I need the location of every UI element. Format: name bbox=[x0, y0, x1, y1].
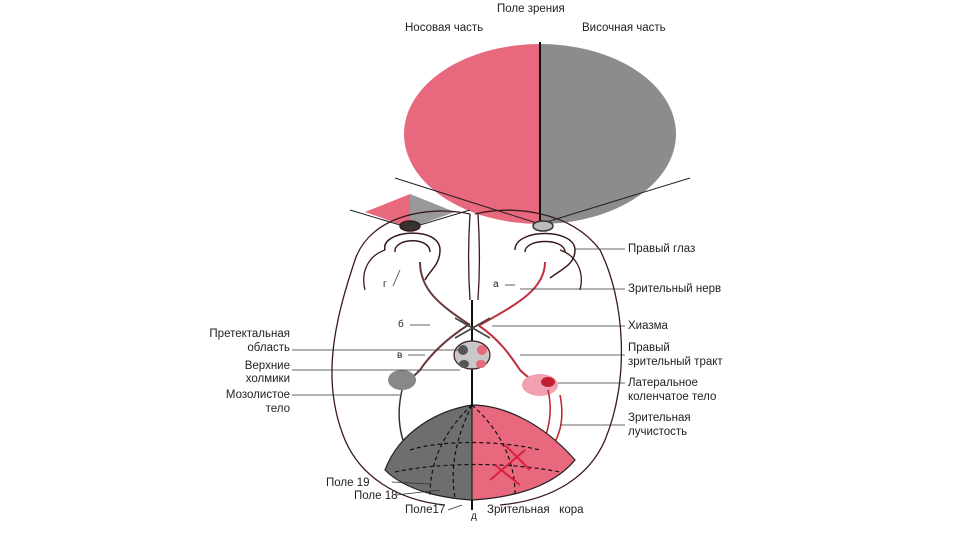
letter-b: б bbox=[398, 319, 404, 330]
left-optic-nerve bbox=[419, 261, 471, 326]
left-leader-lines bbox=[292, 269, 515, 511]
letter-a: а bbox=[493, 279, 499, 290]
right-leader-lines bbox=[492, 248, 625, 426]
midbrain bbox=[453, 340, 491, 370]
field-19-label: Поле 19 bbox=[326, 477, 370, 489]
radiation-label-1: Зрительная bbox=[628, 412, 691, 424]
right-eyeball bbox=[514, 220, 576, 279]
left-eyeball bbox=[384, 220, 441, 281]
view-line-right bbox=[539, 177, 691, 225]
callosum-label-1: Мозолистое bbox=[225, 389, 290, 401]
view-line-left bbox=[394, 177, 541, 225]
visual-cortex bbox=[384, 404, 576, 501]
colliculus-right bbox=[476, 360, 486, 368]
right-tract-label-1: Правый bbox=[628, 342, 670, 354]
lgn-label-1: Латеральное bbox=[628, 377, 698, 389]
lgn-left bbox=[388, 370, 416, 390]
optic-nerve-label: Зрительный нерв bbox=[628, 283, 722, 295]
radiation-label-2: лучистость bbox=[628, 426, 688, 438]
letter-d: д bbox=[471, 511, 477, 522]
callosum-label-2: тело bbox=[265, 403, 290, 415]
nasal-part-label: Носовая часть bbox=[405, 22, 484, 34]
pretectal-label-1: Претектальная bbox=[209, 328, 290, 340]
visual-field-temporal bbox=[540, 44, 676, 224]
visual-field bbox=[394, 42, 691, 226]
temporal-part-label: Височная часть bbox=[582, 22, 666, 34]
colliculi-label-2: холмики bbox=[245, 373, 290, 385]
pretectal-right bbox=[477, 345, 487, 355]
cortex-left bbox=[384, 404, 473, 501]
right-tract-label-2: зрительный тракт bbox=[628, 356, 723, 368]
lgn-label-2: коленчатое тело bbox=[628, 391, 717, 403]
right-eye-label: Правый глаз bbox=[628, 243, 696, 255]
pretectal-label-2: область bbox=[247, 342, 290, 354]
letter-g: г bbox=[383, 279, 387, 290]
pretectal-left bbox=[458, 345, 468, 355]
letter-v: в bbox=[397, 350, 403, 361]
field-17-label: Поле17 bbox=[405, 504, 446, 516]
visual-cortex-label: Зрительная кора bbox=[487, 504, 584, 516]
left-eye-field-pink bbox=[365, 194, 410, 228]
chiasm-label: Хиазма bbox=[628, 320, 668, 332]
right-optic-nerve bbox=[479, 261, 546, 326]
visual-field-nasal bbox=[404, 44, 540, 224]
colliculus-left bbox=[459, 360, 469, 368]
lgn-right-core bbox=[541, 377, 555, 387]
colliculi-label-1: Верхние bbox=[244, 360, 290, 372]
visual-field-title: Поле зрения bbox=[497, 3, 565, 15]
field-18-label: Поле 18 bbox=[354, 490, 398, 502]
chiasm-cross bbox=[454, 317, 491, 339]
